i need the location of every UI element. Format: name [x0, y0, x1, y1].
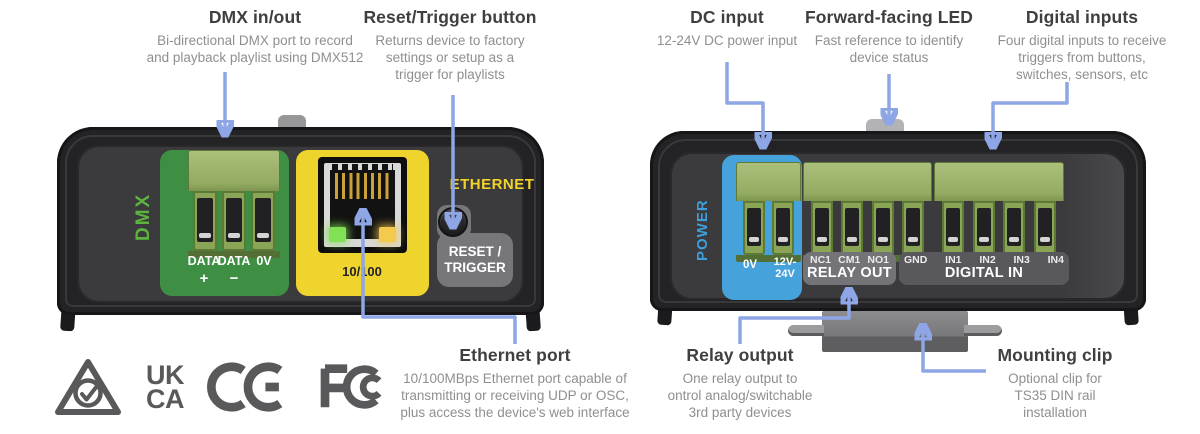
callout-digital-inputs: Digital inputs Four digital inputs to re…: [972, 7, 1192, 83]
pin-label-0v: 0V: [742, 259, 758, 271]
callout-relay-desc: One relay output to ontrol analog/switch…: [667, 371, 813, 421]
pin-sign-minus: −: [229, 270, 239, 287]
pin-label-12-24v: 12V- 24V: [773, 256, 797, 280]
reset-trigger-label: RESET / TRIGGER: [444, 244, 506, 275]
digital-in-label: DIGITAL IN: [944, 265, 1024, 281]
terminal-pin: [772, 201, 794, 255]
pin-label-0v: 0V: [256, 254, 272, 268]
terminal-cap: [803, 162, 932, 201]
terminal-cap: [736, 162, 801, 201]
terminal-pin: [251, 191, 275, 251]
terminal-pin: [841, 201, 864, 255]
power-label: POWER: [694, 199, 711, 261]
callout-dc-title: DC input: [690, 7, 764, 27]
callout-ethernet-title: Ethernet port: [459, 345, 571, 365]
ukca-icon: UK CA: [146, 359, 185, 414]
callout-relay-output: Relay output One relay output to ontrol …: [640, 345, 840, 421]
pin-label-in4: IN4: [1047, 254, 1064, 266]
din-mounting-clip: [822, 311, 968, 352]
pin-label-gnd: GND: [904, 254, 928, 266]
callout-dmx-desc: Bi-directional DMX port to record and pl…: [146, 33, 364, 66]
reset-trigger-plate: RESET / TRIGGER: [437, 233, 513, 287]
callout-dc-input: DC input 12-24V DC power input: [637, 7, 817, 49]
callout-dc-desc: 12-24V DC power input: [656, 33, 798, 48]
terminal-base: [188, 251, 280, 258]
pin-label-data-plus: DATA: [187, 254, 221, 268]
callout-led-desc: Fast reference to identify device status: [814, 33, 964, 66]
callout-led-title: Forward-facing LED: [804, 7, 974, 27]
callout-led: Forward-facing LED Fast reference to ide…: [789, 7, 989, 66]
clip-pin-right: [964, 325, 1002, 336]
callout-ethernet: Ethernet port 10/100MBps Ethernet port c…: [365, 345, 665, 421]
terminal-pin: [942, 201, 965, 255]
terminal-base: [736, 255, 801, 262]
fcc-icon: [320, 364, 382, 409]
reset-trigger-button: [438, 207, 468, 237]
ethernet-label: ETHERNET: [449, 176, 535, 193]
pin-label-no1: NO1: [867, 254, 889, 266]
callout-relay-title: Relay output: [686, 345, 794, 365]
digital-in-panel: GND IN1 IN2 IN3 IN4 DIGITAL IN: [899, 252, 1069, 285]
digital-terminal-block: [934, 162, 1064, 262]
dmx-terminal-block: [188, 150, 280, 258]
callout-digital-title: Digital inputs: [1025, 7, 1139, 27]
dmx-label: DMX: [133, 192, 154, 241]
power-terminal-block: [736, 162, 801, 262]
terminal-pin: [1033, 201, 1056, 255]
callout-ethernet-desc: 10/100MBps Ethernet port capable of tran…: [400, 371, 630, 421]
ce-icon: [207, 362, 283, 412]
callout-mount-title: Mounting clip: [997, 345, 1113, 365]
callout-mount-desc: Optional clip for TS35 DIN rail installa…: [1008, 371, 1102, 421]
callout-dmx-title: DMX in/out: [208, 7, 302, 27]
relay-out-label: RELAY OUT: [807, 265, 892, 281]
terminal-pin: [972, 201, 995, 255]
terminal-pin: [901, 201, 924, 255]
pin-label-in3: IN3: [1013, 254, 1030, 266]
pin-label-cm1: CM1: [838, 254, 861, 266]
activity-led-amber: [379, 227, 396, 242]
relay-terminal-block: [803, 162, 932, 262]
relay-out-panel: NC1 CM1 NO1 RELAY OUT: [803, 252, 896, 285]
ethernet-rj45-port: [318, 157, 407, 253]
rj45-notches: [332, 164, 393, 170]
pin-label-data-minus: DATA: [217, 254, 251, 268]
rj45-gold-pins: [335, 173, 390, 199]
callout-dmx: DMX in/out Bi-directional DMX port to re…: [115, 7, 395, 66]
link-led-green: [329, 227, 346, 242]
callout-digital-desc: Four digital inputs to receive triggers …: [997, 33, 1167, 83]
terminal-pin: [811, 201, 834, 255]
pin-label-in1: IN1: [945, 254, 962, 266]
callout-mounting-clip: Mounting clip Optional clip for TS35 DIN…: [975, 345, 1135, 421]
device-right-front-view: POWER: [650, 119, 1146, 356]
clip-pin-left: [788, 325, 824, 336]
terminal-pin: [222, 191, 246, 251]
terminal-pin: [193, 191, 217, 251]
terminal-pin: [1003, 201, 1026, 255]
callout-reset-title: Reset/Trigger button: [363, 7, 537, 27]
terminal-cap: [934, 162, 1064, 201]
callout-reset-trigger: Reset/Trigger button Returns device to f…: [340, 7, 560, 83]
terminal-pin: [743, 201, 765, 255]
pin-label-nc1: NC1: [810, 254, 832, 266]
terminal-pin: [871, 201, 894, 255]
terminal-cap: [188, 150, 280, 191]
port-speed-label: 10/100: [342, 264, 382, 279]
callout-reset-desc: Returns device to factory settings or se…: [375, 33, 525, 83]
certification-logos: UK CA: [52, 356, 390, 418]
pin-sign-plus: +: [199, 270, 209, 287]
device-left-rear-view: DMX DATA DATA 0V + − 10/100 ETHERNET: [57, 115, 544, 337]
pin-label-in2: IN2: [979, 254, 996, 266]
rcm-icon: [55, 359, 121, 415]
